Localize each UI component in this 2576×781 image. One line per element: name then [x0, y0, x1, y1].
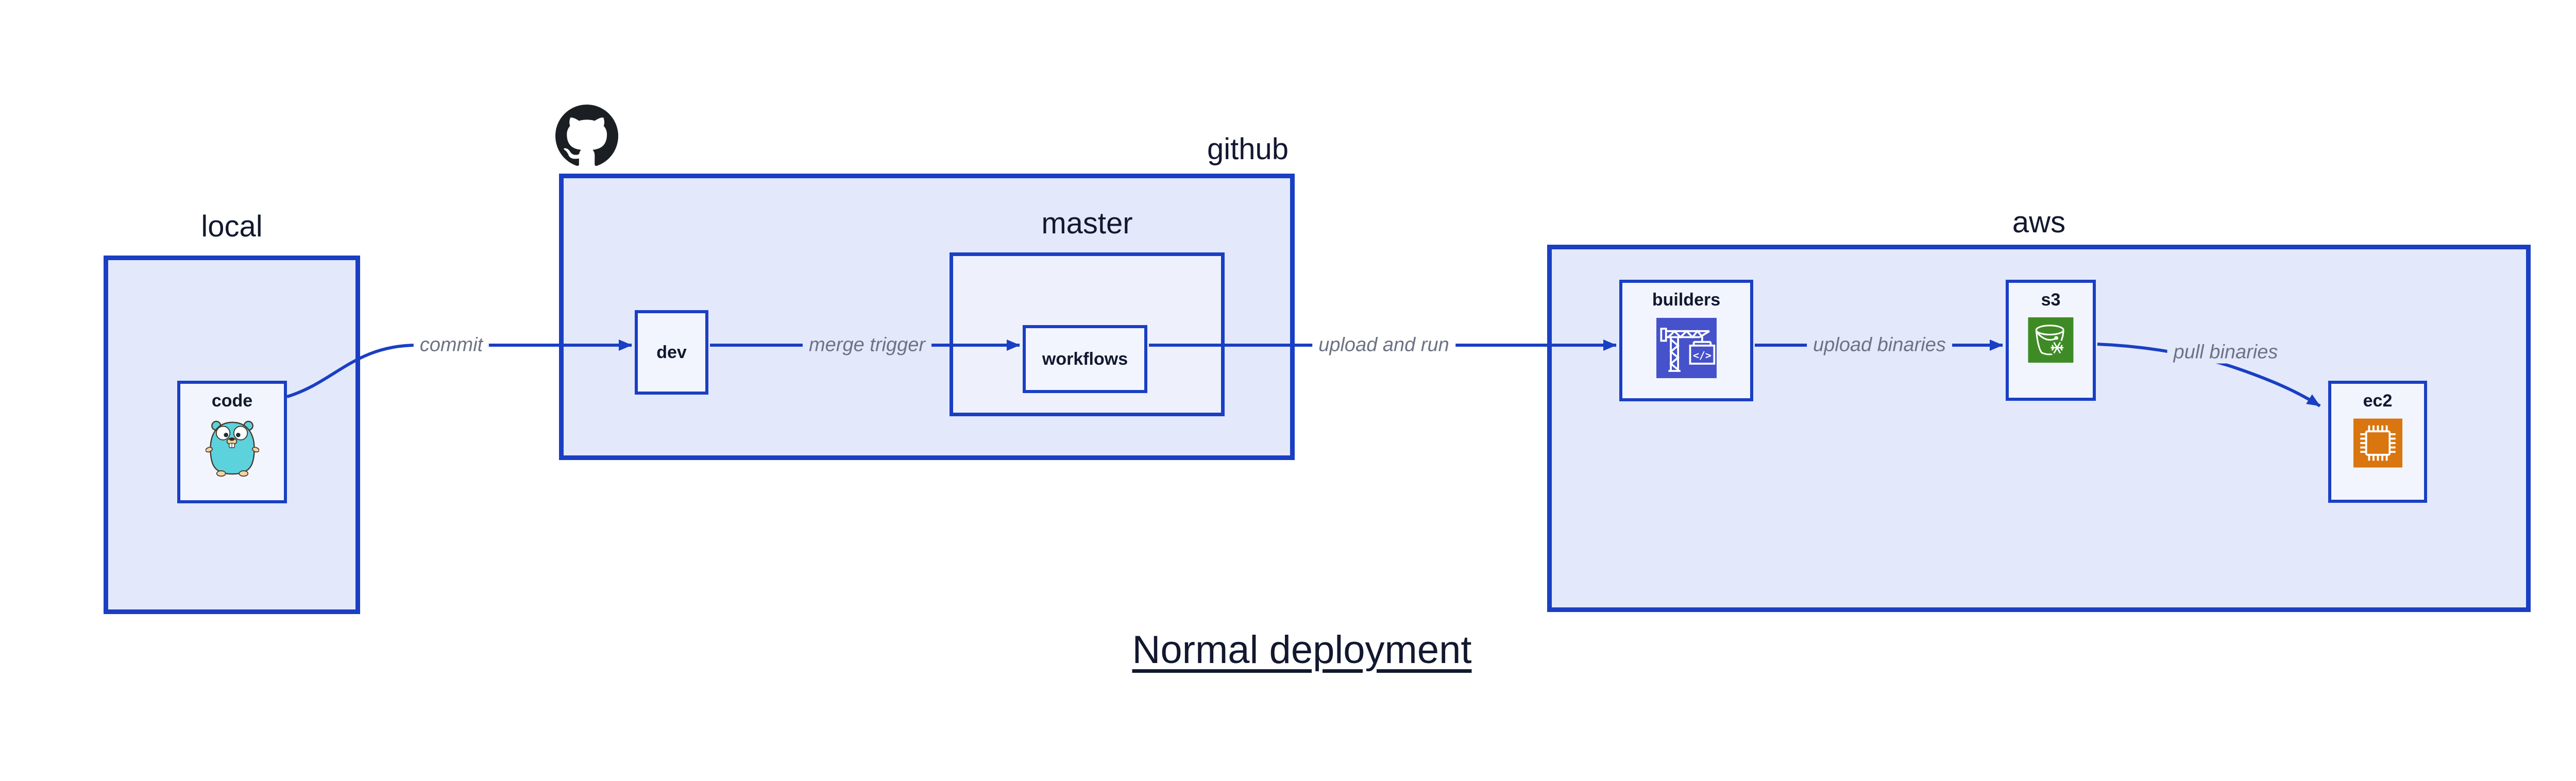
group-github-label: github [1207, 132, 1289, 166]
group-local-label: local [201, 210, 263, 243]
node-builders: builders </> [1619, 280, 1753, 401]
edge-pull-binaries [2097, 343, 2321, 408]
codebuild-code-glyph: </> [1692, 350, 1711, 362]
node-dev: dev [635, 310, 708, 395]
node-workflows-label: workflows [1042, 349, 1128, 369]
group-master-label: master [1041, 207, 1133, 240]
github-octocat-logo-icon [555, 105, 618, 166]
node-builders-label: builders [1652, 290, 1721, 310]
ec2-chip-icon [2353, 418, 2402, 468]
edge-commit-label: commit [413, 334, 489, 356]
edge-upload-binaries-label: upload binaries [1807, 334, 1952, 356]
edge-commit [286, 339, 632, 398]
node-code: code [177, 381, 287, 503]
s3-bucket-snowflake-icon [2028, 317, 2074, 363]
node-workflows: workflows [1023, 325, 1147, 393]
node-dev-label: dev [656, 342, 687, 362]
node-ec2: ec2 [2328, 381, 2427, 503]
node-s3-label: s3 [2041, 290, 2061, 310]
group-aws-label: aws [2012, 206, 2066, 239]
edge-pull-binaries-label: pull binaries [2167, 341, 2284, 364]
edge-upload-and-run-label: upload and run [1312, 334, 1455, 356]
node-ec2-label: ec2 [2363, 391, 2393, 411]
diagram-title: Normal deployment [1132, 628, 1472, 672]
codebuild-crane-icon: </> [1656, 318, 1717, 378]
edge-merge-trigger-label: merge trigger [803, 334, 931, 356]
node-s3: s3 [2006, 280, 2096, 401]
go-gopher-icon [205, 420, 259, 477]
node-code-label: code [211, 391, 253, 411]
